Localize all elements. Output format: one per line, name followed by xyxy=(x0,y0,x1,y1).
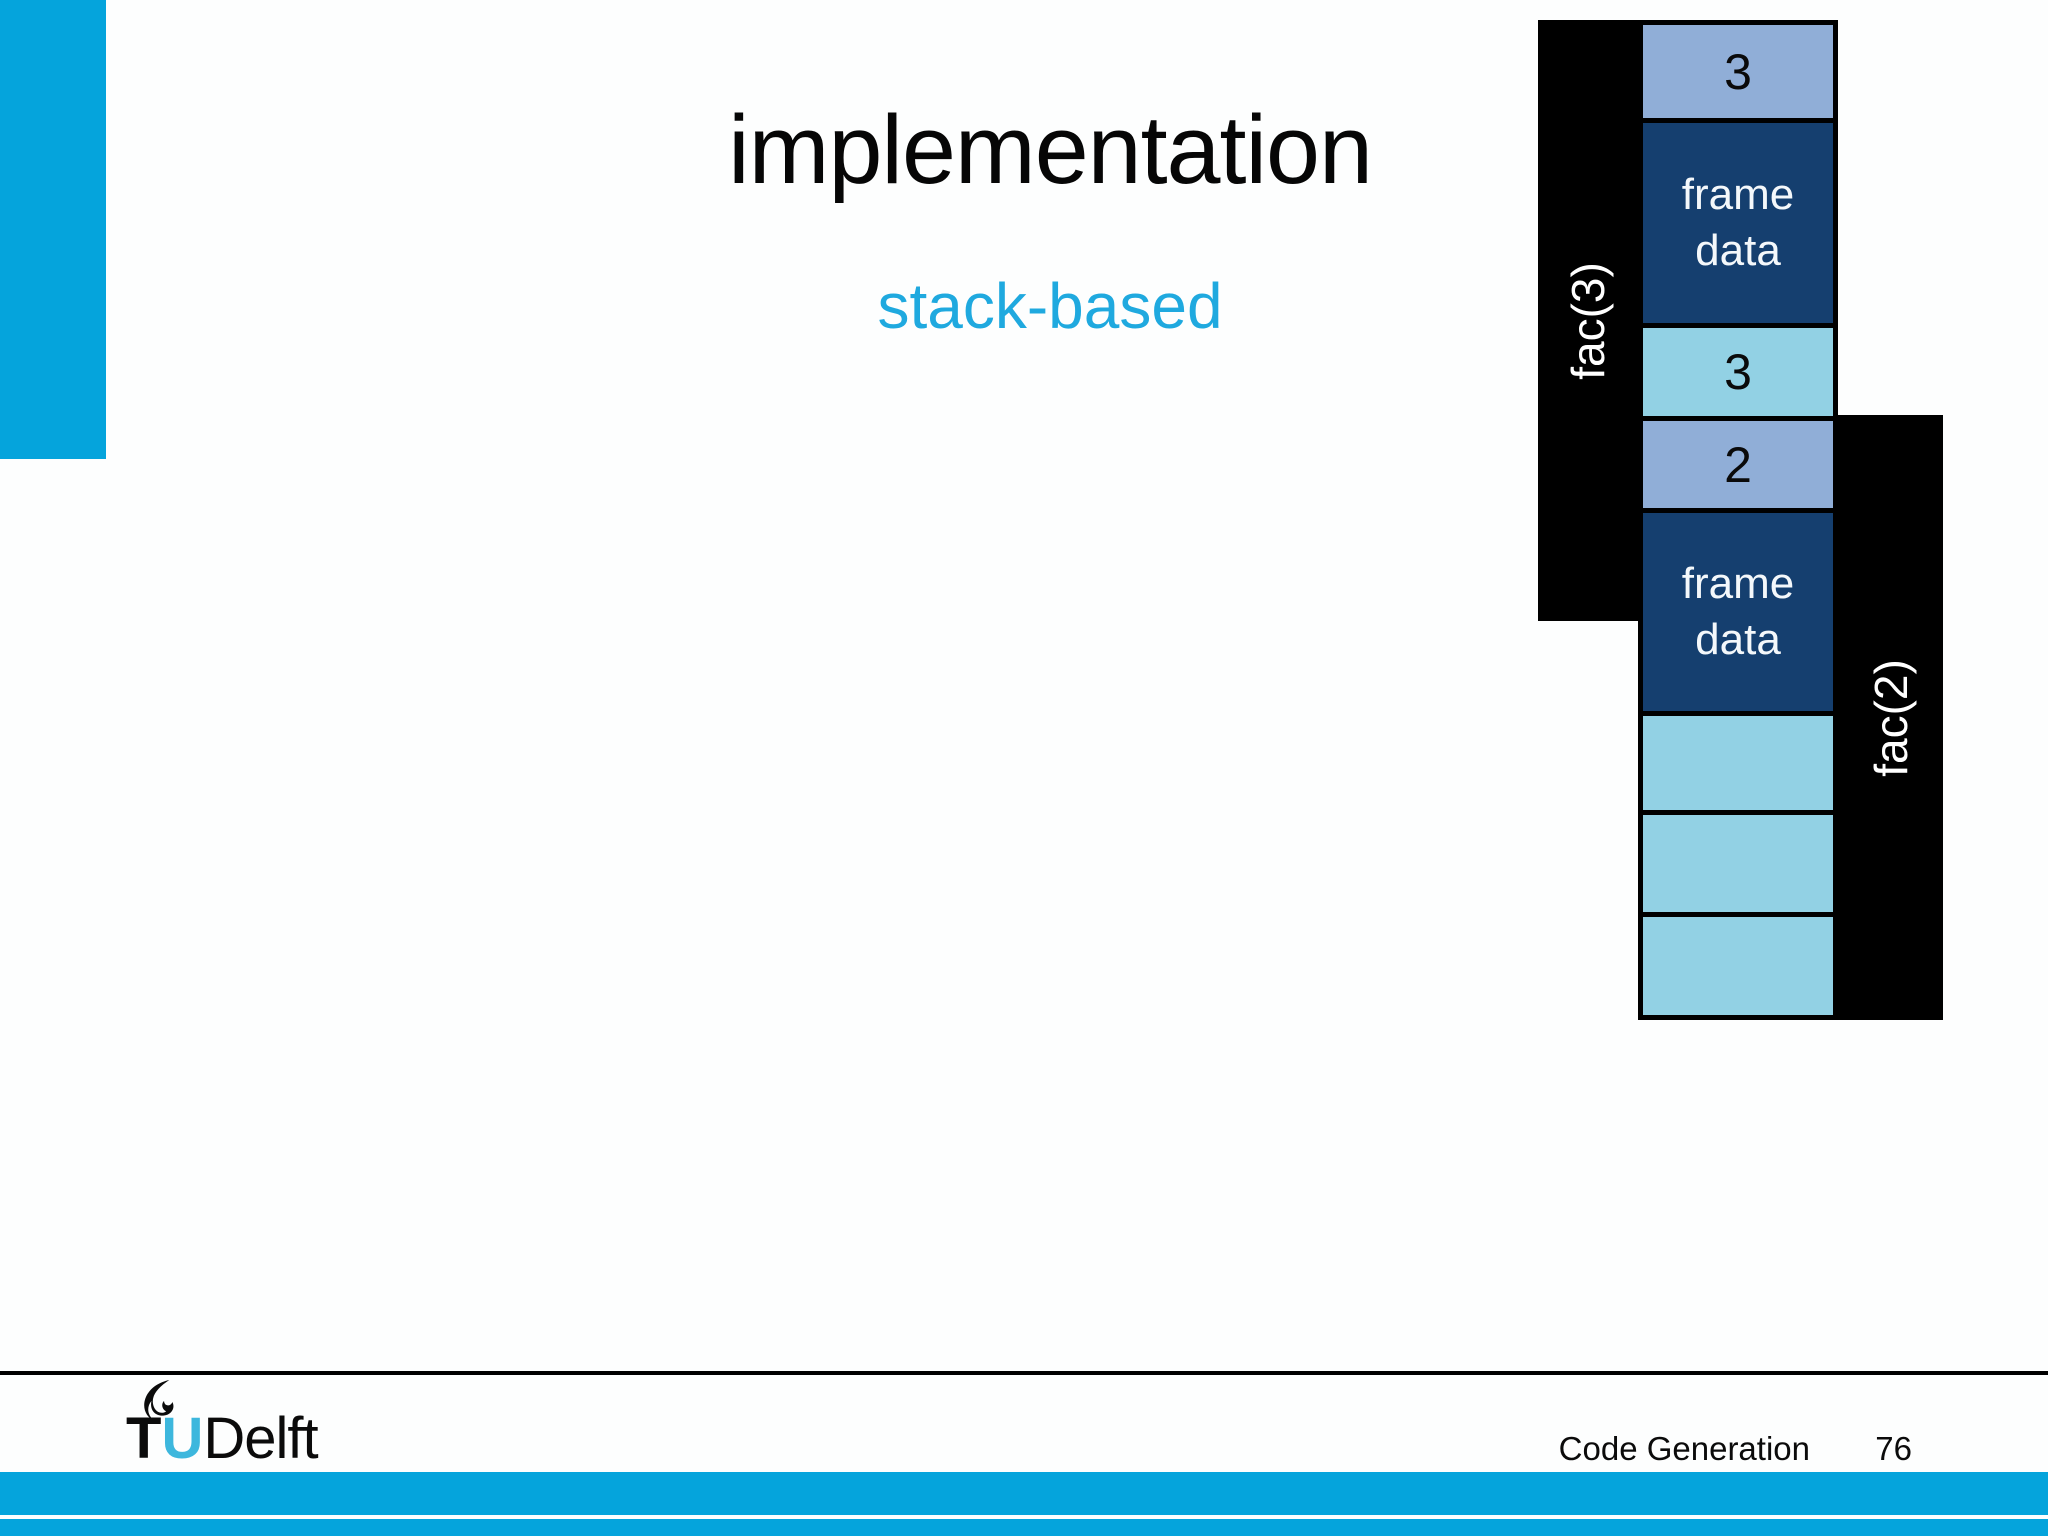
stack-cells-column: 3 frame data 3 2 frame data xyxy=(1638,20,1838,1020)
fac3-frame-bar: fac(3) xyxy=(1538,20,1638,621)
stack-cell-arg-3: 3 xyxy=(1643,25,1833,118)
bottom-accent-band-top xyxy=(0,1472,2048,1515)
stack-cell-empty-1 xyxy=(1643,716,1833,810)
footer-divider-line xyxy=(0,1371,2048,1375)
footer-course-title: Code Generation xyxy=(1558,1430,1810,1467)
tudelft-wordmark: TUDelft xyxy=(126,1410,319,1468)
cell-value: 3 xyxy=(1724,344,1752,400)
left-accent-bar xyxy=(0,0,106,459)
logo-word-delft: Delft xyxy=(203,1406,318,1471)
fac3-label: fac(3) xyxy=(1562,261,1614,380)
stack-diagram: fac(3) fac(2) 3 frame data 3 2 frame dat… xyxy=(1538,20,1943,1020)
cell-value: 3 xyxy=(1724,43,1752,100)
logo-letter-t: T xyxy=(126,1406,162,1471)
footer-page-number: 76 xyxy=(1875,1430,1912,1467)
logo-letter-u: U xyxy=(161,1406,204,1471)
stack-cell-empty-2 xyxy=(1643,815,1833,912)
stack-cell-empty-3 xyxy=(1643,917,1833,1015)
stack-cell-frame-data-1: frame data xyxy=(1643,123,1833,323)
bottom-accent-band-bottom xyxy=(0,1519,2048,1536)
fac2-label: fac(2) xyxy=(1864,658,1917,777)
cell-value: frame data xyxy=(1681,170,1795,275)
flame-icon xyxy=(144,1380,174,1421)
slide-title: implementation xyxy=(728,95,1373,204)
stack-cell-frame-data-2: frame data xyxy=(1643,513,1833,711)
cell-value: 2 xyxy=(1724,436,1752,493)
stack-cell-local-3: 3 xyxy=(1643,328,1833,416)
cell-value: frame data xyxy=(1681,559,1795,664)
fac2-frame-bar: fac(2) xyxy=(1838,415,1943,1020)
slide-subtitle: stack-based xyxy=(877,270,1223,342)
tudelft-logo: TUDelft xyxy=(126,1380,426,1470)
stack-cell-arg-2: 2 xyxy=(1643,421,1833,508)
